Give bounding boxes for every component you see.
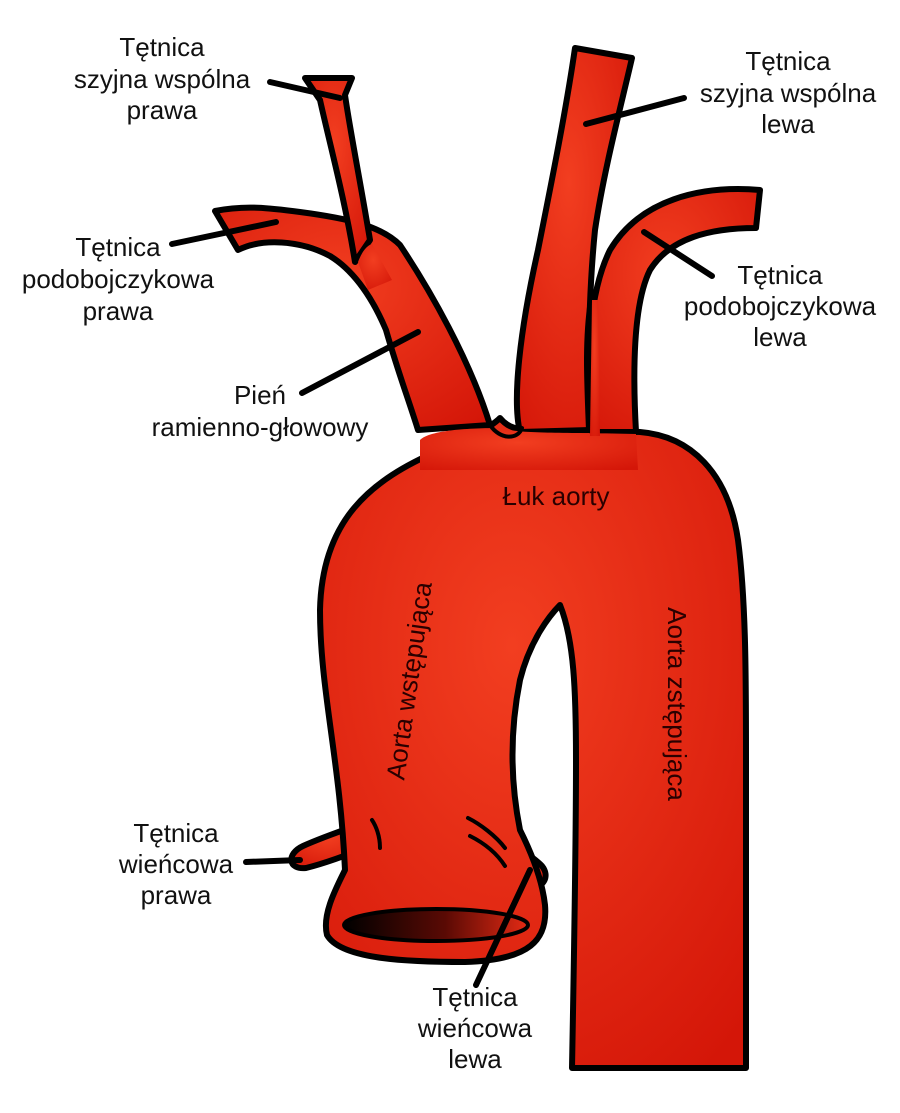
svg-text:prawa: prawa [141,880,212,910]
leader-brachiocephalic [299,329,421,396]
left-coronary-label: Tętnica wieńcowa lewa [417,982,533,1074]
svg-text:Tętnica: Tętnica [133,818,219,848]
leader-right-subclavian [169,219,279,247]
svg-text:wieńcowa: wieńcowa [417,1013,533,1043]
left-subclavian-label: Tętnica podobojczykowa lewa [684,260,877,352]
right-subclavian-label: Tętnica podobojczykowa prawa [22,232,215,326]
svg-text:Tętnica: Tętnica [119,32,205,62]
descending-aorta-label: Aorta zstępująca [662,607,692,801]
svg-text:Pień: Pień [234,380,286,410]
brachiocephalic-trunk-label: Pień ramienno-głowowy [152,380,369,442]
left-common-carotid-label: Tętnica szyjna wspólna lewa [700,46,877,139]
aortic-root-lumen [342,907,530,943]
left-coronary-seam-2 [468,834,507,868]
arch-blend [420,428,638,470]
svg-text:podobojczykowa: podobojczykowa [684,291,877,321]
right-common-carotid-artery [302,75,373,265]
leader-right-coronary [243,857,303,865]
svg-text:Tętnica: Tętnica [432,982,518,1012]
svg-text:ramienno-głowowy: ramienno-głowowy [152,412,369,442]
svg-text:Tętnica: Tętnica [75,232,161,262]
leader-right-common-carotid [267,79,343,101]
svg-text:prawa: prawa [127,95,198,125]
svg-text:Tętnica: Tętnica [745,46,831,76]
leader-left-common-carotid [583,95,687,127]
svg-text:lewa: lewa [448,1044,502,1074]
leader-left-coronary [473,867,533,988]
svg-text:lewa: lewa [761,109,815,139]
svg-text:szyjna wspólna: szyjna wspólna [74,64,251,94]
carotid-subclavian-notch [584,298,592,432]
leader-left-subclavian [641,229,715,279]
svg-text:prawa: prawa [83,296,154,326]
svg-text:lewa: lewa [753,322,807,352]
carotid-split-blend [590,300,600,436]
aortic-arch-label: Łuk aorty [503,481,610,511]
svg-text:podobojczykowa: podobojczykowa [22,264,215,294]
left-subclavian-artery [585,186,763,435]
svg-text:szyjna wspólna: szyjna wspólna [700,78,877,108]
brachiocephalic-trunk [212,204,493,433]
right-common-carotid-label: Tętnica szyjna wspólna prawa [74,32,251,125]
trunk-notch [488,423,524,439]
svg-text:Tętnica: Tętnica [737,260,823,290]
left-coronary-seam-1 [466,816,507,850]
right-coronary-seam [370,818,382,850]
trunk-blend [358,244,392,290]
svg-text:wieńcowa: wieńcowa [118,849,234,879]
right-coronary-label: Tętnica wieńcowa prawa [118,818,234,910]
